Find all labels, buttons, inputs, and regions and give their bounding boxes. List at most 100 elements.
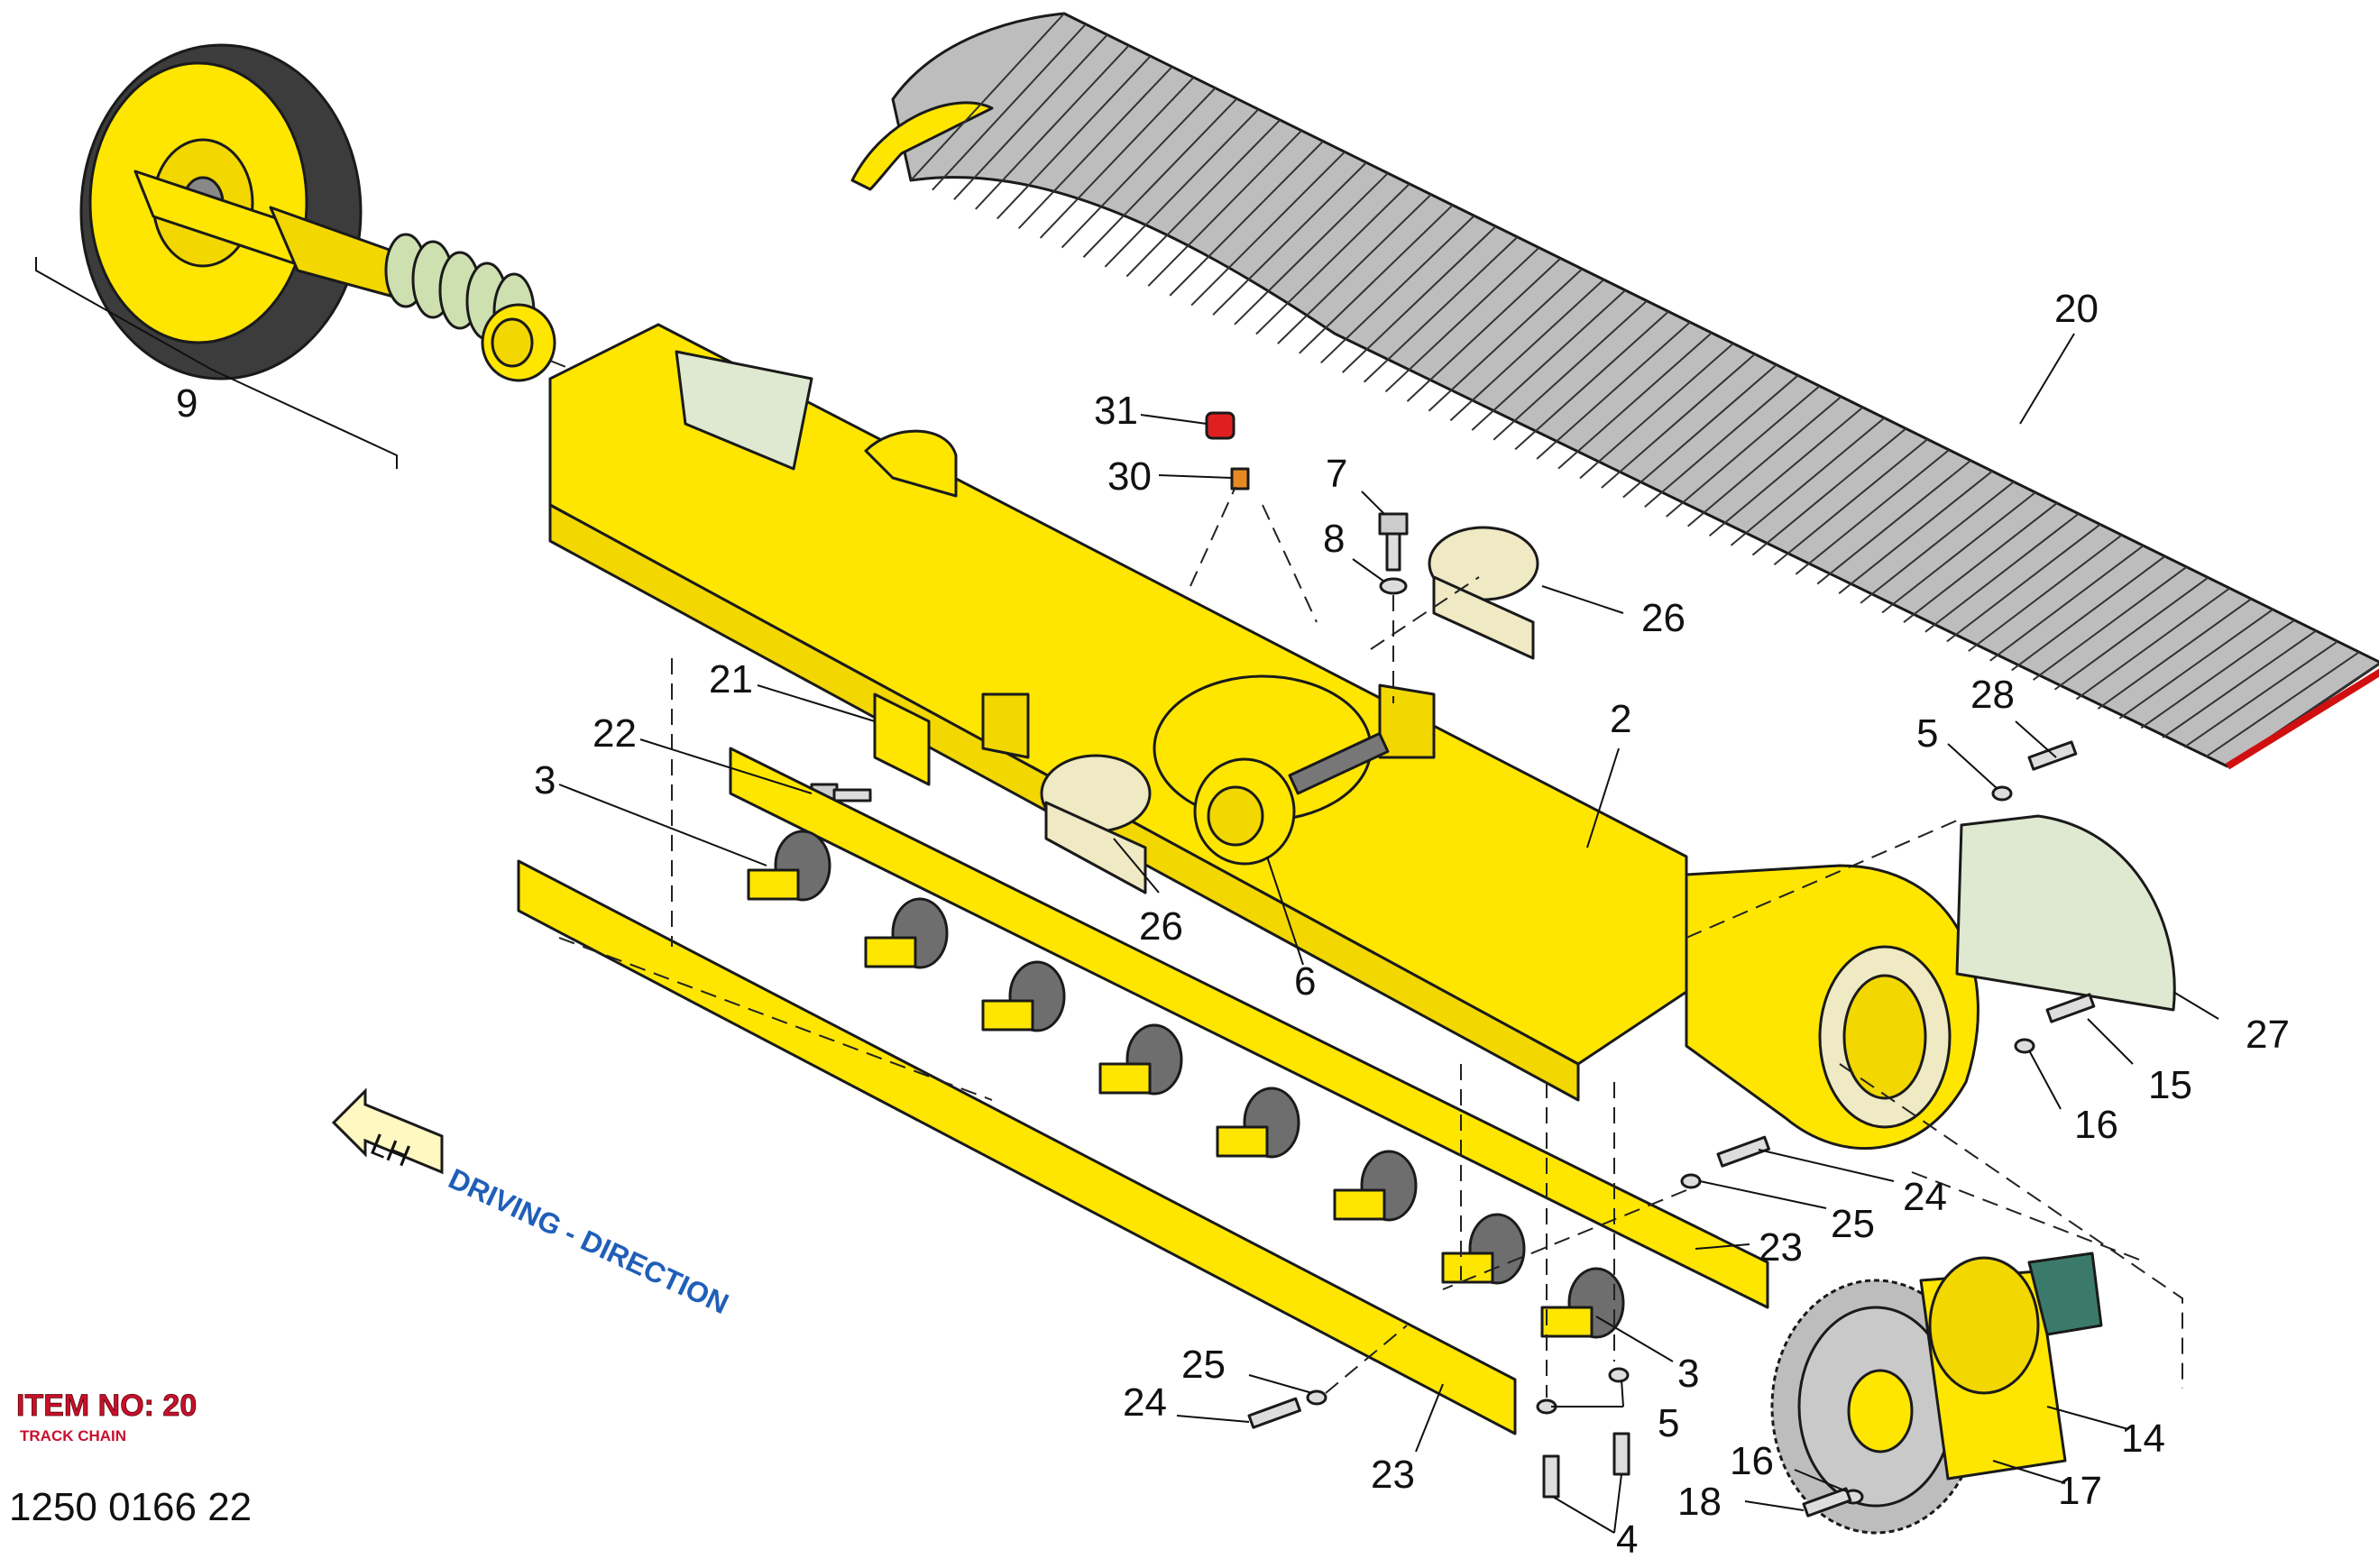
roller bbox=[1216, 1087, 1300, 1159]
grease-cap bbox=[1205, 411, 1235, 440]
chain-rib bbox=[1708, 406, 1864, 537]
chain-rib bbox=[997, 55, 1152, 220]
bushing-upper bbox=[1428, 526, 1539, 660]
chain-rib bbox=[1751, 427, 1907, 556]
chain-rib bbox=[2053, 576, 2209, 691]
chain-rib bbox=[1773, 438, 1929, 566]
callout-5-lower: 5 bbox=[1658, 1401, 1679, 1445]
chain-rib bbox=[1169, 140, 1324, 297]
chain-rib bbox=[1644, 374, 1799, 509]
callout-24-upper: 24 bbox=[1903, 1175, 1947, 1219]
chain-rib bbox=[1277, 193, 1432, 344]
callout-5-upper: 5 bbox=[1916, 711, 1938, 756]
tensioner-piston bbox=[1193, 732, 1390, 866]
chain-rib bbox=[1816, 459, 1971, 585]
roller bbox=[747, 830, 831, 902]
chain-rib bbox=[1320, 215, 1475, 364]
callout-25-lower: 25 bbox=[1181, 1343, 1226, 1387]
bolt-28 bbox=[2027, 740, 2078, 771]
chain-rib bbox=[1536, 321, 1691, 460]
chain-rib bbox=[1795, 449, 1950, 575]
bolt-4a bbox=[1542, 1454, 1560, 1499]
chain-rib bbox=[1989, 545, 2145, 662]
assembly-lines bbox=[558, 486, 2183, 1398]
callout-25-upper: 25 bbox=[1831, 1202, 1875, 1246]
guide-rail-upper bbox=[729, 747, 1769, 1309]
roller bbox=[1441, 1213, 1526, 1285]
chain-ribs bbox=[910, 13, 2379, 767]
driving-direction-label: DRIVING - DIRECTION bbox=[444, 1162, 733, 1320]
chain-rib bbox=[953, 33, 1108, 200]
callout-2: 2 bbox=[1610, 697, 1631, 741]
callout-20: 20 bbox=[2054, 287, 2099, 331]
chain-rib bbox=[1903, 502, 2058, 623]
callout-22: 22 bbox=[592, 711, 637, 756]
roller bbox=[981, 960, 1066, 1032]
callout-16-upper: 16 bbox=[2074, 1103, 2118, 1147]
item-title: ITEM NO: 20 bbox=[16, 1389, 197, 1423]
chain-rib bbox=[2011, 555, 2166, 672]
chain-rib bbox=[1471, 289, 1626, 431]
guide-rail-lower bbox=[517, 859, 1517, 1435]
chain-rib bbox=[1428, 268, 1584, 412]
cover-plate-21 bbox=[873, 692, 931, 786]
chain-rib bbox=[1384, 246, 1540, 393]
callout-23-upper: 23 bbox=[1759, 1225, 1803, 1270]
bracket-9 bbox=[35, 257, 398, 469]
chain-rib bbox=[1860, 481, 2015, 604]
callout-28: 28 bbox=[1970, 673, 2015, 717]
fasteners bbox=[1247, 740, 2096, 1518]
chain-rib bbox=[1881, 491, 2036, 614]
chain-rib bbox=[1968, 534, 2123, 652]
callout-26-lower: 26 bbox=[1139, 904, 1183, 949]
callout-24-lower: 24 bbox=[1123, 1380, 1167, 1425]
chain-rib bbox=[1212, 161, 1367, 316]
bolt-18 bbox=[1802, 1487, 1852, 1518]
leader-lines bbox=[558, 333, 2219, 1534]
callout-3-upper: 3 bbox=[534, 758, 556, 802]
chain-rib bbox=[1557, 332, 1713, 470]
chain-rib bbox=[2162, 629, 2317, 738]
chain-rib bbox=[1190, 151, 1346, 307]
bolt-4b bbox=[1612, 1432, 1630, 1476]
part-number: 1250 0166 22 bbox=[9, 1485, 252, 1529]
roller bbox=[1098, 1023, 1183, 1096]
bolt-24b bbox=[1247, 1397, 1301, 1429]
chain-rib bbox=[1363, 236, 1519, 383]
chain-rib bbox=[1341, 225, 1497, 373]
roller bbox=[1333, 1150, 1418, 1222]
chain-rib bbox=[1299, 204, 1454, 354]
callout-17: 17 bbox=[2058, 1469, 2102, 1513]
chain-rib bbox=[932, 23, 1087, 191]
bolt-7 bbox=[1378, 512, 1409, 572]
item-subtitle: TRACK CHAIN bbox=[20, 1427, 126, 1444]
washer-5c bbox=[1608, 1367, 1630, 1383]
washer-16 bbox=[2014, 1038, 2035, 1054]
chain-rib bbox=[975, 44, 1130, 210]
chain-rib bbox=[1406, 257, 1562, 402]
drive-sprocket bbox=[1770, 1279, 1981, 1535]
chain-rib bbox=[1686, 396, 1842, 527]
chain-rib bbox=[1039, 77, 1195, 239]
roller bbox=[864, 897, 949, 969]
chain-rib bbox=[2183, 640, 2338, 748]
washer-8 bbox=[1379, 577, 1408, 595]
washer-25 bbox=[1680, 1173, 1702, 1189]
chain-rib bbox=[2205, 651, 2360, 758]
chain-rib bbox=[1104, 108, 1260, 268]
chain-rib bbox=[1147, 130, 1302, 287]
driving-direction-arrow-icon: LH bbox=[331, 1087, 444, 1175]
callout-18: 18 bbox=[1677, 1480, 1722, 1524]
chain-rib bbox=[2097, 598, 2252, 710]
callout-16-lower: 16 bbox=[1730, 1439, 1774, 1483]
callout-14: 14 bbox=[2121, 1417, 2165, 1461]
chain-rib bbox=[910, 13, 1065, 181]
chain-rib bbox=[1449, 279, 1605, 422]
callout-15: 15 bbox=[2148, 1063, 2192, 1107]
bolt-24 bbox=[1716, 1135, 1770, 1168]
chain-rib bbox=[1082, 97, 1238, 258]
grease-nipple bbox=[1230, 467, 1250, 491]
chain-rib bbox=[2140, 619, 2295, 729]
chain-rib bbox=[1493, 299, 1648, 441]
